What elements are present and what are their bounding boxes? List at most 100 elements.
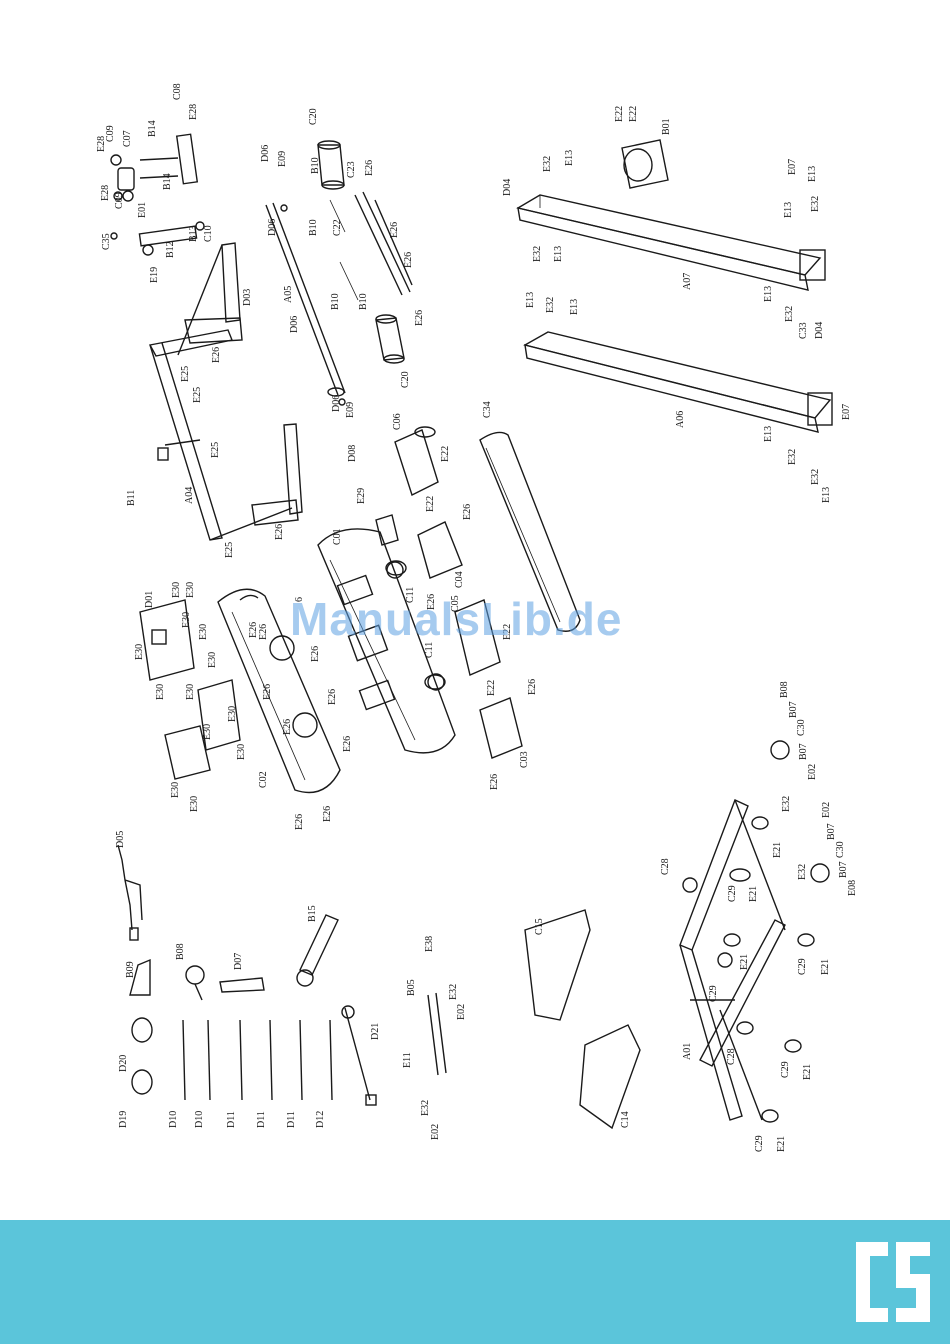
label-c03: C03 [519,751,530,768]
label-d11: D11 [256,1111,267,1128]
label-b10: B10 [330,293,341,310]
label-e13: E13 [569,299,580,315]
label-e09: E09 [345,402,356,418]
label-e32: E32 [787,449,798,465]
watermark: ManualsLib.de [290,593,623,645]
label-e30: E30 [189,796,200,812]
roller-shaft-c23 [329,191,413,301]
label-e30: E30 [227,706,238,722]
label-c22: C22 [332,219,343,236]
label-e26: E26 [426,594,437,610]
label-e26: E26 [342,736,353,752]
label-b15: B15 [307,905,318,922]
base-frame-a01 [679,799,786,1121]
label-d12: D12 [315,1111,326,1128]
label-c23: C23 [346,161,357,178]
label-e09: E09 [277,151,288,167]
spacer-c11 [385,560,446,690]
label-e28: E28 [188,104,199,120]
label-e32: E32 [784,306,795,322]
label-e30: E30 [185,582,196,598]
label-c30: C30 [835,841,846,858]
label-e32: E32 [545,297,556,313]
label-e13: E13 [807,166,818,182]
label-c20: C20 [400,371,411,388]
wire-harness-d05 [117,844,143,941]
brand-logo [856,1242,930,1322]
label-e02: E02 [807,764,818,780]
label-e29: E29 [356,488,367,504]
motor-bracket-b01 [621,139,669,189]
label-b10: B10 [358,293,369,310]
label-e26: E26 [489,774,500,790]
label-e26: E26 [389,222,400,238]
label-c29: C29 [727,885,738,902]
label-a04: A04 [184,487,195,504]
label-c07: C07 [122,130,133,147]
deck-board-c34 [479,431,581,632]
label-d10: D10 [194,1111,205,1128]
label-b07: B07 [798,743,809,760]
front-roller-c20 [317,140,345,190]
console-cover-c02 [217,588,341,794]
handle-grip-c05 [454,599,501,676]
label-e38: E38 [424,936,435,952]
label-b08: B08 [175,943,186,960]
label-e26: E26 [403,252,414,268]
label-e02: E02 [821,802,832,818]
label-e21: E21 [776,1136,787,1152]
label-e22: E22 [440,446,451,462]
label-c11: C11 [424,642,435,658]
label-e32: E32 [797,864,808,880]
label-d21: D21 [370,1023,381,1040]
label-c30: C30 [796,719,807,736]
label-c29: C29 [780,1061,791,1078]
label-e26: E26 [414,310,425,326]
label-e25: E25 [210,442,221,458]
label-d08: D08 [347,445,358,462]
label-e13: E13 [525,292,536,308]
label-e30: E30 [185,684,196,700]
label-a05: A05 [283,286,294,303]
label-d01: D01 [144,591,155,608]
feet-d19-d20 [131,1017,153,1095]
label-e13: E13 [553,246,564,262]
label-e26: E26 [282,719,293,735]
label-e26: E26 [274,524,285,540]
label-b05: B05 [406,979,417,996]
label-e30: E30 [236,744,247,760]
label-e22: E22 [486,680,497,696]
label-b11: B11 [126,490,137,506]
handle-cap-c03 [479,697,523,759]
label-c09: C09 [105,125,116,142]
label-c11: C11 [405,587,416,603]
label-e08: E08 [847,880,858,896]
label-c04: C04 [454,571,465,588]
label-c05: C05 [450,595,461,612]
side-rail-a06 [523,331,833,433]
label-b12: B12 [165,241,176,258]
label-e26: E26 [248,622,259,638]
footer-band [0,1220,950,1344]
label-a01: A01 [682,1043,693,1060]
label-d10: D10 [168,1111,179,1128]
label-d20: D20 [118,1055,129,1072]
label-6: 6 [294,597,305,602]
wheels-c30 [770,740,830,883]
label-b07: B07 [788,701,799,718]
handle-cap-c04 [417,521,463,579]
label-b07: B07 [838,861,849,878]
side-rail-a07 [516,194,826,291]
label-e22: E22 [614,106,625,122]
label-e21: E21 [820,959,831,975]
label-c33: C33 [798,322,809,339]
safety-key-b08 [185,965,205,1001]
label-e28: E28 [96,136,107,152]
label-b09: B09 [125,961,136,978]
label-b08: B08 [779,681,790,698]
label-e25: E25 [180,366,191,382]
motor-cover-c14 [579,1024,641,1130]
label-e13: E13 [821,487,832,503]
label-e26: E26 [322,806,333,822]
label-b13: B13 [188,225,199,242]
